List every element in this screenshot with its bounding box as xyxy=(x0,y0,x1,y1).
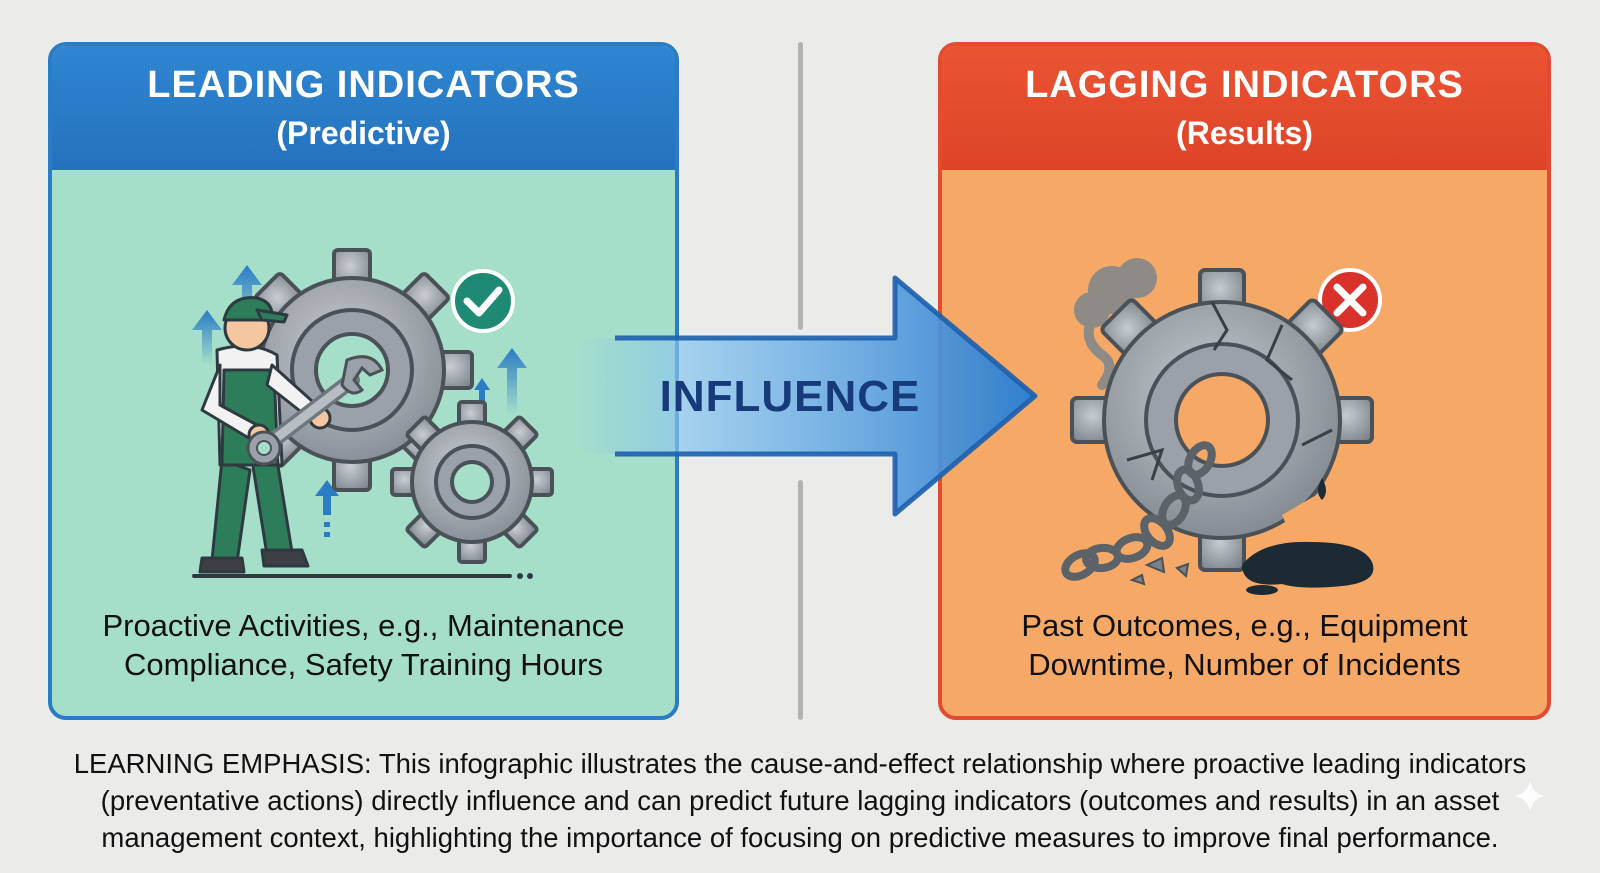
broken-gear-illustration xyxy=(1061,258,1382,595)
learning-emphasis-text: LEARNING EMPHASIS: This infographic illu… xyxy=(73,748,1527,853)
leading-indicators-panel: LEADING INDICATORS (Predictive) xyxy=(48,42,679,720)
leading-indicators-title: LEADING INDICATORS xyxy=(147,64,580,106)
center-divider-top xyxy=(798,42,803,330)
close-icon xyxy=(1318,268,1382,332)
small-gear-icon xyxy=(390,400,554,564)
chain-icon xyxy=(1061,441,1216,581)
arrow-right-icon xyxy=(575,275,1038,517)
debris-fragments xyxy=(1129,556,1190,586)
leading-indicators-description: Proactive Activities, e.g., Maintenance … xyxy=(102,608,625,682)
wrench-icon xyxy=(246,355,385,466)
lagging-indicators-title: LAGGING INDICATORS xyxy=(1025,64,1464,106)
oil-puddle-icon xyxy=(1242,478,1374,595)
center-divider-bottom xyxy=(798,480,803,720)
leading-indicators-header: LEADING INDICATORS (Predictive) xyxy=(52,46,675,170)
broken-gear-icon xyxy=(1070,268,1374,572)
ground-line xyxy=(192,573,533,579)
leading-indicators-subtitle: (Predictive) xyxy=(276,115,451,151)
influence-label: INFLUENCE xyxy=(659,372,921,421)
sparkle-icon xyxy=(1514,780,1546,812)
lagging-indicators-description: Past Outcomes, e.g., Equipment Downtime,… xyxy=(1021,608,1468,682)
smoke-icon xyxy=(1074,258,1157,390)
lagging-indicators-panel: LAGGING INDICATORS (Results) xyxy=(938,42,1551,720)
worker-gears-illustration xyxy=(192,248,554,579)
lagging-indicators-subtitle: (Results) xyxy=(1176,115,1313,151)
lagging-indicators-header: LAGGING INDICATORS (Results) xyxy=(942,46,1547,170)
check-icon xyxy=(451,269,515,333)
